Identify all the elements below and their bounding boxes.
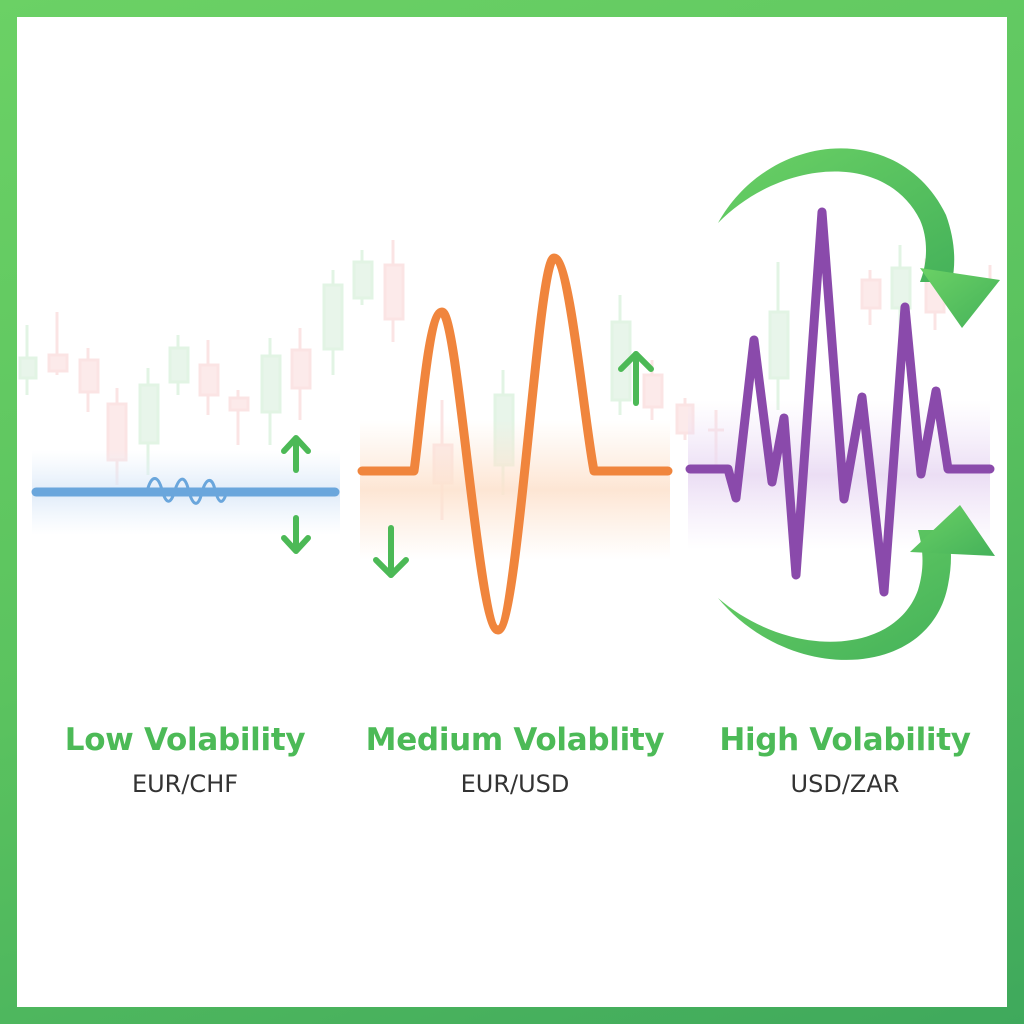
low-volatility-label: Low Volability EUR/CHF (20, 722, 350, 798)
panel-title: Medium Volablity (365, 722, 665, 758)
medium-volatility-wave (357, 253, 673, 635)
panel-title: Low Volability (64, 722, 306, 758)
currency-pair: EUR/USD (460, 770, 570, 798)
high-volatility-zigzag (685, 207, 995, 597)
arrow-down-icon (281, 515, 311, 554)
arrow-up-icon (618, 351, 654, 406)
high-volatility-label: High Volability USD/ZAR (680, 722, 1010, 798)
curved-arrow-up-icon (718, 505, 995, 660)
curved-arrow-down-icon (718, 148, 1000, 328)
low-volatility-ripple (146, 477, 228, 505)
medium-volatility-label: Medium Volablity EUR/USD (350, 722, 680, 798)
currency-pair: USD/ZAR (790, 770, 900, 798)
arrow-down-icon (373, 525, 409, 578)
low-volatility-panel (31, 435, 340, 554)
arrow-up-icon (281, 435, 311, 473)
currency-pair: EUR/CHF (131, 770, 239, 798)
medium-volatility-panel (357, 253, 673, 635)
high-volatility-panel (685, 148, 1000, 660)
panel-title: High Volability (719, 722, 971, 758)
